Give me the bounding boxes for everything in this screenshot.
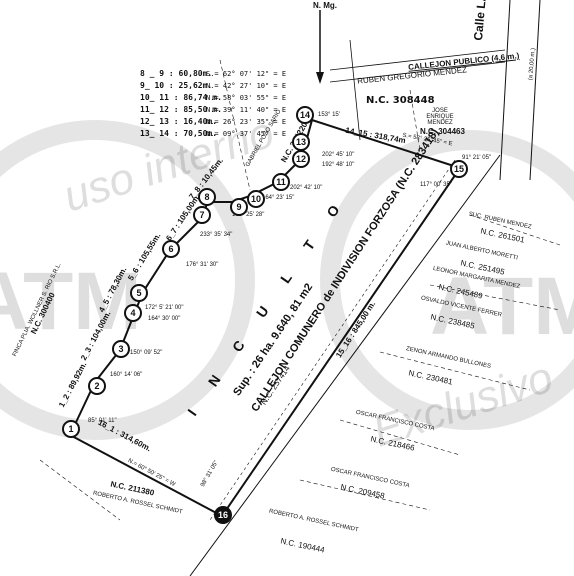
- angle-label: 164° 30' 00": [148, 316, 181, 322]
- watermark-left: ATM: [0, 256, 142, 347]
- angle-label: 176° 31' 30": [186, 262, 219, 268]
- vertex-marker: 16: [214, 506, 232, 524]
- vertex-marker: 3: [112, 340, 130, 358]
- angle-label: 150° 09' 52": [130, 350, 163, 356]
- vertex-marker: 10: [247, 190, 265, 208]
- vertex-marker: 2: [88, 377, 106, 395]
- parcel-boundary-east: [221, 167, 461, 517]
- angle-label: 153° 15': [318, 112, 340, 118]
- neighbor-boundary: [299, 479, 431, 511]
- angle-label: 202° 45' 10": [322, 152, 355, 158]
- nc-308448: N.C. 308448: [366, 95, 435, 106]
- angle-label: 100° 25' 28": [232, 212, 265, 218]
- vertex-marker: 13: [292, 133, 310, 151]
- angle-label: 233° 35' 34": [200, 232, 233, 238]
- neighbor-boundary: [469, 214, 561, 246]
- vertex-marker: 12: [292, 150, 310, 168]
- angle-label: 91° 21' 05": [462, 155, 492, 161]
- table-row: 8 _ 9 : 60,80m.S.= 62° 07' 12" = E: [140, 69, 287, 78]
- callejon-comunero-line-2: [209, 159, 456, 521]
- vertex-marker: 11: [272, 173, 290, 191]
- neighbor-boundary: [429, 284, 561, 311]
- vertex-marker: 6: [162, 240, 180, 258]
- neighbor-boundary: [379, 351, 531, 391]
- parcel-boundary-south: [69, 434, 223, 517]
- table-row: 13_ 14 : 70,50m.N.= 09° 37' 45" = E: [140, 129, 287, 138]
- vertex-marker: 9: [230, 198, 248, 216]
- angle-label: 85° 01' 11": [88, 418, 117, 424]
- owner-jose-enrique: JOSE ENRIQUE MENDEZ: [426, 108, 454, 126]
- table-row: 11_ 12 : 85,50 m.N.= 39° 11' 40" = E: [140, 105, 287, 114]
- vertex-marker: 7: [193, 206, 211, 224]
- watermark-circle-right: [320, 130, 574, 430]
- callejon-comunero-line: [189, 154, 501, 576]
- neighbor-boundary: [39, 459, 121, 521]
- calle-edge-2: [529, 0, 541, 181]
- angle-label: 192° 48' 10": [322, 162, 355, 168]
- angle-label: 160° 14' 06": [110, 372, 143, 378]
- neighbor-boundary: [219, 59, 251, 191]
- vertex-marker: 15: [450, 160, 468, 178]
- angle-label: 172° 5' 21' 00": [145, 305, 184, 311]
- nc-304463: N.C. 304463: [420, 127, 465, 136]
- calle-edge: [499, 0, 511, 181]
- table-row: 12_ 13 : 16,40m.N.= 26° 23' 35" = E: [140, 117, 287, 126]
- angle-label: 117° 00' 35": [420, 182, 452, 188]
- neighbor-boundary: [409, 89, 421, 151]
- vertex-marker: 1: [62, 420, 80, 438]
- vertex-marker: 8: [198, 188, 216, 206]
- callejon-publico-line: [329, 49, 506, 71]
- callejon-publico-line-2: [329, 61, 506, 83]
- vertex-marker: 14: [296, 106, 314, 124]
- table-row: 9_ 10 : 25,62m.N.= 42° 27' 10" = E: [140, 81, 287, 90]
- angle-label: 202° 42' 10": [290, 185, 323, 191]
- north-arrow-head: [316, 72, 324, 84]
- property-line: [349, 39, 361, 141]
- watermark-right: ATM: [430, 261, 574, 352]
- north-label: N. Mg.: [313, 1, 337, 10]
- vertex-marker: 4: [124, 304, 142, 322]
- vertex-marker: 5: [130, 284, 148, 302]
- angle-label: 164° 23' 15": [262, 195, 295, 201]
- parcel-boundary-north: [311, 119, 461, 169]
- bearing-table: 8 _ 9 : 60,80m.S.= 62° 07' 12" = E 9_ 10…: [140, 68, 286, 140]
- table-row: 10_ 11 : 86,74 m.N.= 58° 03' 55" = E: [140, 93, 287, 102]
- watermark-circle-left: [0, 120, 255, 440]
